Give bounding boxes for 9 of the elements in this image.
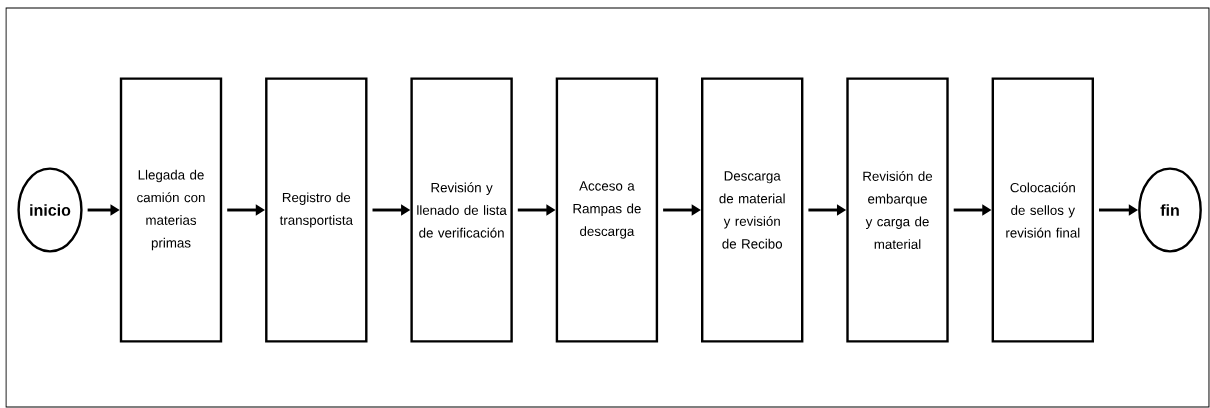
process-box: Acceso a Rampas de descarga	[555, 77, 659, 343]
process-box: Registro de transportista	[265, 77, 368, 343]
process-box: Colocación de sellos y revisión final	[991, 77, 1094, 343]
terminal-oval: inicio	[17, 167, 83, 253]
process-box: Revisión y llenado de lista de verificación	[410, 77, 513, 343]
process-box: Descarga de material y revisión de Recibo	[701, 77, 804, 343]
process-box: Llegada de camión con materias primas	[119, 77, 223, 343]
terminal-oval: fin	[1138, 167, 1202, 253]
process-box: Revisión de embarque y carga de material	[846, 77, 949, 343]
